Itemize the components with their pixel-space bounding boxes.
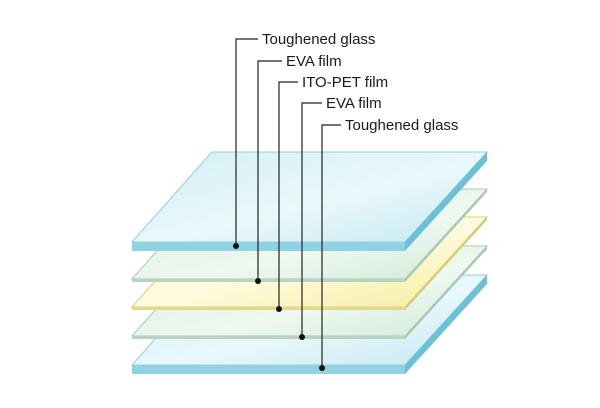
leader-dot-5 [319,365,325,371]
leader-line-5 [321,124,341,368]
leader-lines [235,38,341,368]
label-toughened-glass-top: Toughened glass [262,31,375,48]
leader-dot-4 [299,334,305,340]
label-eva-film-upper: EVA film [286,53,342,70]
label-eva-film-lower: EVA film [326,95,382,112]
layer-top-glass [130,151,489,251]
leader-line-1 [235,38,258,246]
leader-dot-1 [233,243,239,249]
leader-line-4 [301,102,322,337]
label-ito-pet-film: ITO-PET film [302,74,388,91]
leader-line-3 [278,81,298,309]
leader-dot-3 [276,306,282,312]
label-toughened-glass-bottom: Toughened glass [345,117,458,134]
leader-line-2 [257,60,282,281]
leader-dot-2 [255,278,261,284]
leader-dots [233,243,325,371]
